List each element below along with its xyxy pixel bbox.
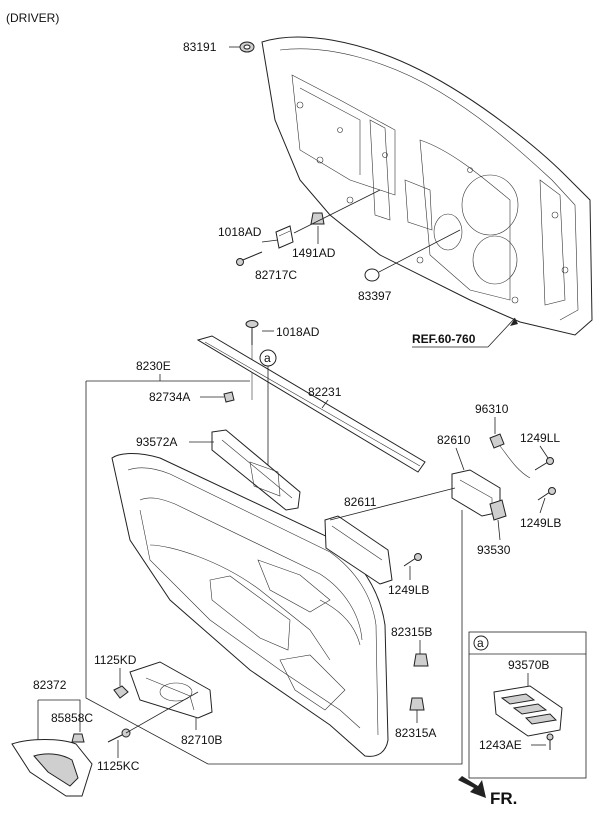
label-93570B: 93570B xyxy=(508,658,549,672)
label-82372: 82372 xyxy=(33,678,67,692)
screw-1249LB-left xyxy=(403,553,422,567)
garnish-82372 xyxy=(11,739,93,797)
screw-1018AD-lower xyxy=(245,320,259,345)
clip-82315B xyxy=(413,653,429,667)
callout-a: a xyxy=(264,351,271,365)
label-1249LL: 1249LL xyxy=(520,431,560,445)
switch-panel-93572A xyxy=(211,429,301,511)
inset-a-marker: a xyxy=(477,636,484,650)
handle-bezel-82611 xyxy=(324,515,393,585)
screw-1018AD-upper xyxy=(236,251,263,266)
label-1249LB-right: 1249LB xyxy=(520,516,561,530)
front-arrow-icon xyxy=(458,776,486,798)
grommet-83191 xyxy=(239,41,255,53)
sensor-96310 xyxy=(489,433,531,479)
bracket-82717C xyxy=(275,225,294,249)
label-fr: FR. xyxy=(490,789,517,808)
bolt-1125KC xyxy=(107,728,131,743)
label-82734A: 82734A xyxy=(149,390,190,404)
bolt-1125KD xyxy=(113,685,129,699)
clip-82315A xyxy=(409,697,425,711)
label-1125KC: 1125KC xyxy=(97,759,140,773)
clip-1491AD xyxy=(310,212,325,225)
switch-93530 xyxy=(489,499,507,521)
label-96310: 96310 xyxy=(475,402,509,416)
pull-handle-82710B xyxy=(129,661,213,719)
label-1249LB-left: 1249LB xyxy=(388,583,429,597)
label-82611: 82611 xyxy=(344,495,377,509)
label-82610: 82610 xyxy=(437,433,471,447)
label-1125KD: 1125KD xyxy=(94,653,137,667)
door-trim-panel xyxy=(111,453,389,757)
label-82315B: 82315B xyxy=(391,625,432,639)
label-82315A: 82315A xyxy=(395,726,436,740)
label-85858C: 85858C xyxy=(51,711,93,725)
weatherstrip-82231 xyxy=(196,335,426,473)
plug-83397 xyxy=(364,268,380,282)
label-ref-60-760: REF.60-760 xyxy=(412,332,476,346)
power-window-switch-93570B xyxy=(493,685,563,737)
label-82231: 82231 xyxy=(308,385,342,399)
label-1491AD: 1491AD xyxy=(292,246,336,260)
label-82710B: 82710B xyxy=(181,733,222,747)
label-8230E: 8230E xyxy=(136,359,171,373)
label-1243AE: 1243AE xyxy=(479,738,522,752)
inset-panel-a: a 93570B 1243AE xyxy=(468,631,587,779)
label-93572A: 93572A xyxy=(136,435,177,449)
diagram-title: (DRIVER) xyxy=(6,11,59,25)
label-83191: 83191 xyxy=(183,40,217,54)
label-83397: 83397 xyxy=(358,289,392,303)
label-93530: 93530 xyxy=(477,543,511,557)
screw-1249LL xyxy=(534,457,554,471)
label-82717C: 82717C xyxy=(255,268,297,282)
screw-1243AE xyxy=(546,733,554,750)
door-inner-frame xyxy=(261,36,593,336)
label-1018AD-lower: 1018AD xyxy=(276,325,320,339)
screw-1249LB-right xyxy=(537,487,556,501)
label-1018AD-upper: 1018AD xyxy=(218,225,262,239)
clip-85858C xyxy=(71,733,85,743)
